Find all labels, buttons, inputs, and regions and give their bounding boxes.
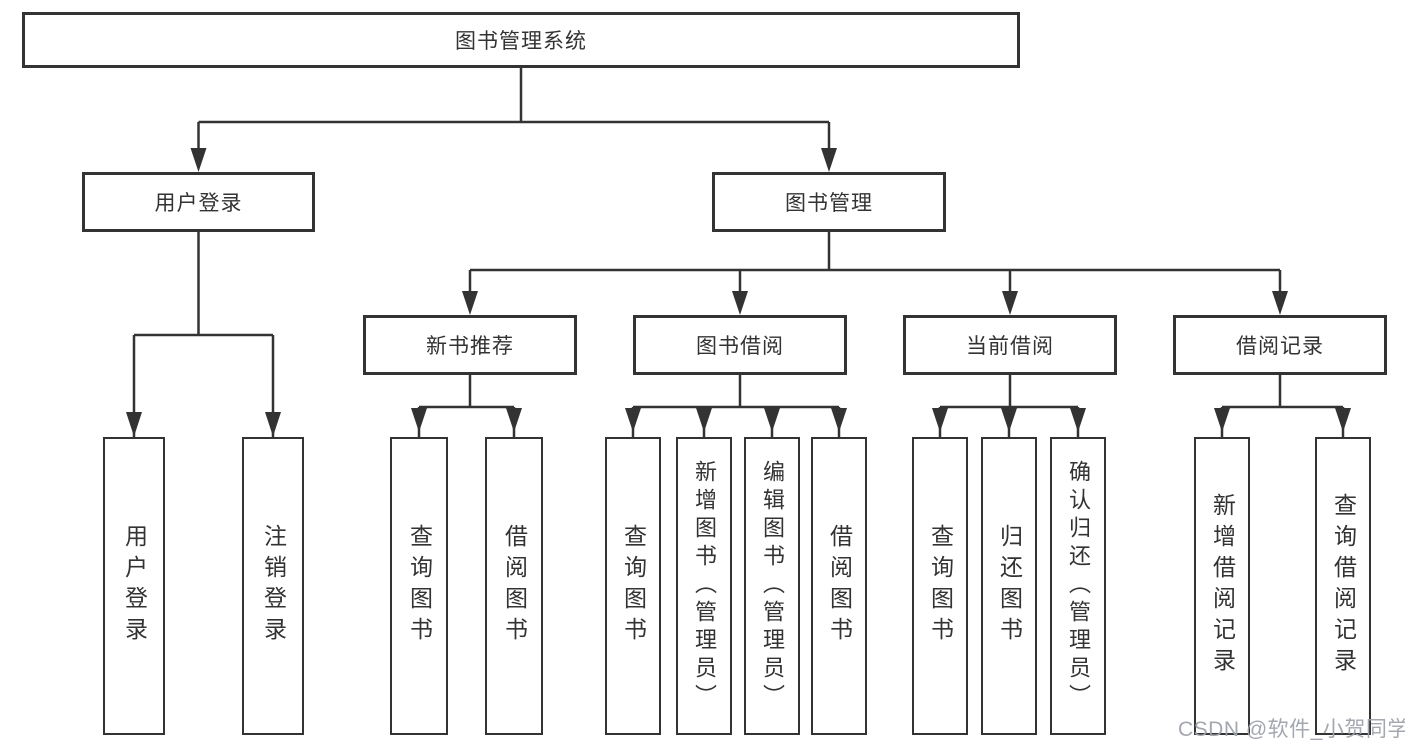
node-label: 新增借阅记录 <box>1209 493 1236 679</box>
node-label: 确认归还（管理员） <box>1066 460 1091 712</box>
leaf-borrow-books: 借阅图书 <box>811 437 867 735</box>
node-label: 图书管理 <box>785 192 873 215</box>
node-book-management: 图书管理 <box>712 172 946 232</box>
csdn-watermark: CSDN @软件_小贺同学 <box>1178 718 1405 741</box>
node-label: 当前借阅 <box>966 335 1054 358</box>
connector-book-borrow-children <box>631 375 841 437</box>
node-label: 借阅图书 <box>826 524 853 648</box>
node-label: 图书借阅 <box>696 335 784 358</box>
leaf-confirm-return-admin: 确认归还（管理员） <box>1050 437 1106 735</box>
leaf-add-borrow-record: 新增借阅记录 <box>1194 437 1250 735</box>
node-user-login: 用户登录 <box>82 172 315 232</box>
leaf-add-books-admin: 新增图书（管理员） <box>676 437 732 735</box>
leaf-borrow-query-books: 查询图书 <box>605 437 661 735</box>
leaf-recommend-query-books: 查询图书 <box>390 437 448 735</box>
node-label: 借阅记录 <box>1236 335 1324 358</box>
node-current-borrow: 当前借阅 <box>903 315 1117 375</box>
node-label: 编辑图书（管理员） <box>760 460 785 712</box>
node-label: 借阅图书 <box>501 524 528 648</box>
node-label: 新书推荐 <box>426 335 514 358</box>
node-label: 注销登录 <box>260 524 287 648</box>
node-label: 用户登录 <box>154 192 243 215</box>
connector-user-login-children <box>132 232 275 437</box>
leaf-user-login: 用户登录 <box>103 437 165 735</box>
node-label: 查询图书 <box>406 524 433 648</box>
leaf-query-borrow-record: 查询借阅记录 <box>1315 437 1371 735</box>
leaf-logout: 注销登录 <box>242 437 304 735</box>
node-label: 查询图书 <box>620 524 647 648</box>
leaf-edit-books-admin: 编辑图书（管理员） <box>744 437 800 735</box>
node-label: 新增图书（管理员） <box>692 460 717 712</box>
node-label: 归还图书 <box>996 524 1023 648</box>
node-system-root: 图书管理系统 <box>22 12 1020 68</box>
node-new-book-recommend: 新书推荐 <box>363 315 577 375</box>
connector-new-book-children <box>417 375 516 437</box>
node-label: 查询借阅记录 <box>1330 493 1357 679</box>
node-label: 图书管理系统 <box>455 30 587 53</box>
node-book-borrow: 图书借阅 <box>633 315 847 375</box>
node-label: 查询图书 <box>927 524 954 648</box>
leaf-recommend-borrow-books: 借阅图书 <box>485 437 543 735</box>
leaf-return-books: 归还图书 <box>981 437 1037 735</box>
connector-borrow-record-children <box>1220 375 1345 437</box>
node-borrow-record: 借阅记录 <box>1173 315 1387 375</box>
connector-book-management-children <box>468 232 1282 294</box>
arrowheads <box>126 148 1351 437</box>
connector-root-to-level1 <box>197 68 831 152</box>
leaf-current-query-books: 查询图书 <box>912 437 968 735</box>
node-label: 用户登录 <box>121 524 148 648</box>
